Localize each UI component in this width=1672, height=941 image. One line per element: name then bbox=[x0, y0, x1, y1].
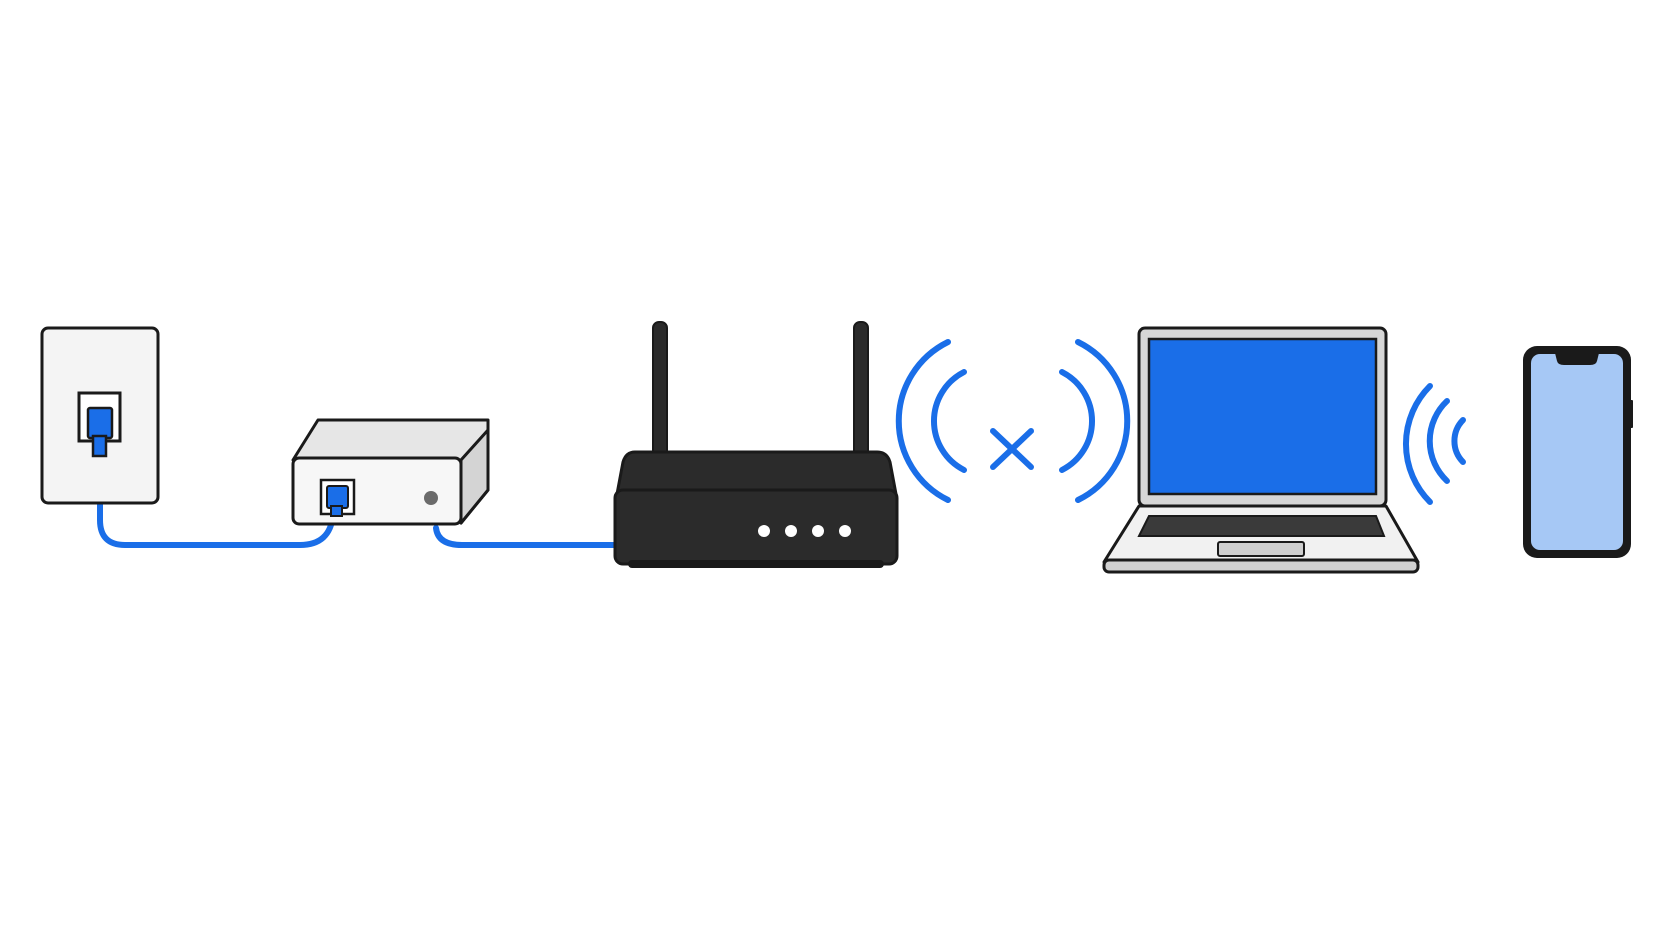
wall-jack-icon bbox=[40, 326, 160, 505]
modem-icon bbox=[291, 418, 490, 526]
smartphone-icon bbox=[1523, 346, 1633, 558]
router-indicator-lights bbox=[758, 525, 851, 537]
disconnected-x-icon bbox=[990, 428, 1034, 470]
laptop-icon bbox=[1102, 326, 1420, 574]
router-icon bbox=[613, 321, 899, 568]
wifi-disconnected-icon bbox=[895, 339, 1131, 503]
cable-outlet-to-modem bbox=[97, 442, 336, 548]
wifi-signal-icon bbox=[1402, 383, 1466, 505]
cable-modem-to-router bbox=[433, 525, 623, 548]
